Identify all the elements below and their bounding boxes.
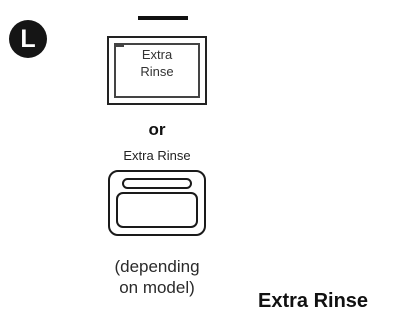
push-button-indicator-light xyxy=(122,178,192,189)
pad-button-label: Extra Rinse xyxy=(109,46,205,80)
model-note-line2: on model) xyxy=(119,278,195,297)
pad-button-label-line2: Rinse xyxy=(140,64,174,79)
step-badge: L xyxy=(9,20,47,58)
option-caption: Extra Rinse xyxy=(258,290,369,312)
model-note-line1: (depending xyxy=(114,257,200,276)
model-note: (depending on model) xyxy=(92,256,222,298)
step-badge-letter: L xyxy=(20,24,36,53)
pad-button-label-line1: Extra xyxy=(141,47,173,62)
pad-button-bevel xyxy=(114,43,200,98)
extra-rinse-push-button[interactable] xyxy=(108,170,206,236)
extra-rinse-pad-button[interactable]: Extra Rinse xyxy=(107,36,207,105)
push-button-face xyxy=(116,192,198,228)
indicator-bar xyxy=(138,16,188,20)
push-button-label: Extra Rinse xyxy=(123,148,191,163)
or-separator: or xyxy=(148,120,166,139)
